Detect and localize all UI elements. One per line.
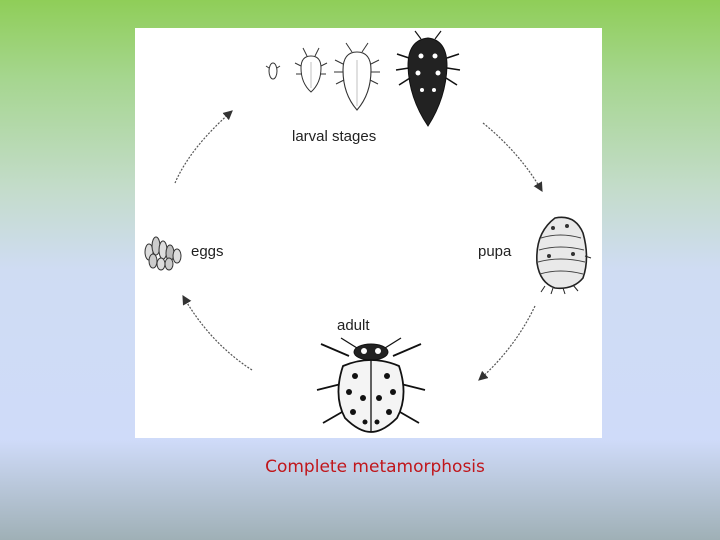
egg-cluster-icon	[144, 236, 182, 271]
slide-caption: Complete metamorphosis	[265, 457, 485, 477]
larva-instar-icon	[294, 47, 328, 93]
larva-instar-icon	[265, 62, 281, 80]
larva-instar-icon	[334, 42, 380, 111]
cycle-arrow-icon	[182, 294, 253, 371]
label-eggs: eggs	[191, 243, 224, 260]
life-cycle-diagram: larval stages eggs pupa adult	[135, 28, 602, 438]
cycle-arrow-icon	[478, 305, 536, 381]
label-adult: adult	[337, 317, 370, 334]
larva-instar-icon	[395, 30, 461, 127]
cycle-arrow-icon	[482, 122, 543, 193]
label-larval-stages: larval stages	[292, 128, 377, 145]
cycle-arrow-icon	[174, 110, 233, 184]
label-pupa: pupa	[478, 243, 512, 260]
pupa-icon	[536, 216, 592, 295]
adult-ladybug-icon	[316, 337, 426, 433]
diagram-canvas	[144, 30, 592, 433]
